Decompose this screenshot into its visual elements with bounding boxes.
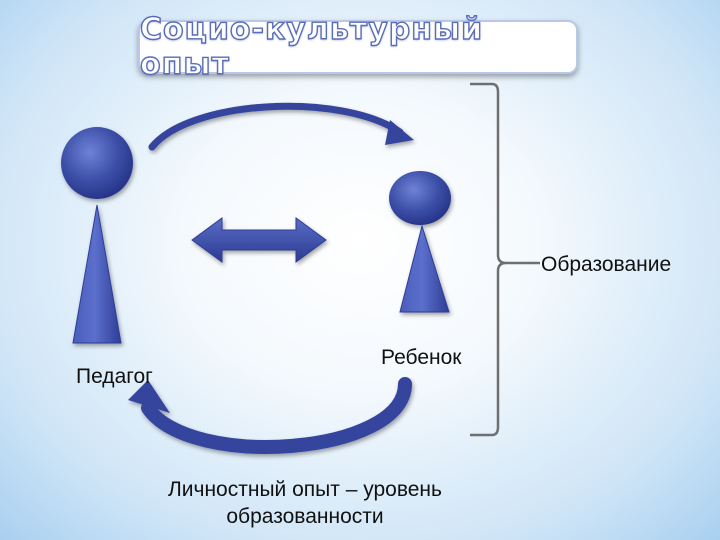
teacher-head bbox=[61, 127, 133, 199]
child-body bbox=[399, 224, 450, 313]
caption-line-1: Личностный опыт – уровень bbox=[168, 478, 442, 501]
bottom-curved-arrow bbox=[128, 377, 412, 454]
child-figure bbox=[389, 171, 451, 313]
caption: Личностный опыт – уровень образованности bbox=[110, 476, 500, 530]
top-curved-arrow bbox=[148, 102, 414, 151]
child-label: Ребенок bbox=[381, 346, 462, 369]
double-arrow-icon bbox=[191, 217, 327, 263]
caption-line-2: образованности bbox=[226, 505, 384, 528]
education-bracket bbox=[470, 82, 540, 437]
title-box: Социо-культурный опыт bbox=[138, 11, 578, 83]
education-label: Образование bbox=[541, 253, 672, 276]
diagram-title: Социо-культурный опыт bbox=[139, 11, 484, 82]
teacher-figure bbox=[61, 127, 133, 344]
child-head bbox=[389, 171, 451, 225]
teacher-label: Педагог bbox=[76, 365, 153, 388]
teacher-body bbox=[72, 204, 122, 344]
